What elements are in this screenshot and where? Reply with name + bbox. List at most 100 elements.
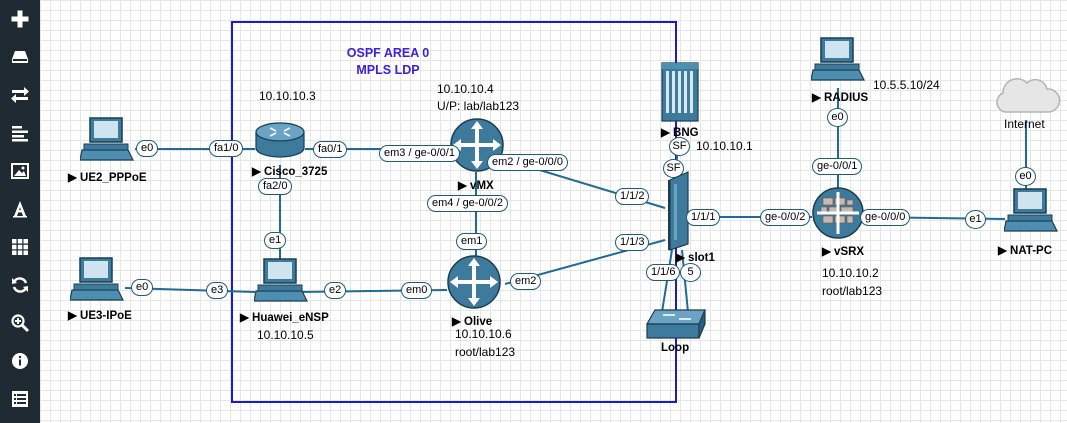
port-olive-em1[interactable]: em1 (456, 233, 488, 250)
text-icon (13, 201, 27, 218)
zoom-button[interactable] (0, 304, 40, 342)
huawei-label-text: Huawei_eNSP (252, 312, 329, 324)
port-bng-sf-1[interactable]: SF (669, 137, 690, 156)
node-nat-pc[interactable] (1003, 187, 1059, 236)
cisco-label-text: Cisco_3725 (264, 166, 328, 178)
radius-info: 10.5.5.10/24 (873, 78, 940, 92)
node-ue2-pppoe[interactable] (79, 116, 135, 165)
line-card-icon (668, 171, 689, 251)
computer-icon (253, 258, 308, 302)
computer-icon (79, 117, 134, 161)
text-button[interactable] (0, 190, 40, 228)
vsrx-info-credentials: root/lab123 (822, 284, 883, 298)
node-slot1[interactable] (664, 170, 694, 255)
port-cisco-fa2-0[interactable]: fa2/0 (258, 178, 293, 195)
port-ue3-e0[interactable]: e0 (131, 279, 154, 296)
port-slot1-1-1-1[interactable]: 1/1/1 (686, 209, 721, 226)
switch-icon (645, 309, 706, 339)
computer-icon (810, 37, 865, 81)
area-label-ospf[interactable]: OSPF AREA 0 (346, 46, 430, 60)
drive-icon (12, 51, 28, 63)
text-align-button[interactable] (0, 114, 40, 152)
vsrx-label-text: vSRX (834, 246, 865, 258)
vmx-label-text: vMX (470, 180, 494, 192)
exchange-icon (11, 87, 29, 103)
computer-icon (1003, 188, 1058, 232)
plus-icon (11, 10, 29, 28)
node-olive[interactable] (446, 254, 502, 313)
slot1-label: ▶ slot1 (676, 252, 715, 264)
radius-label: ▶ RADIUS (812, 92, 869, 104)
port-olive-em0[interactable]: em0 (401, 282, 433, 299)
olive-label-text: Olive (464, 316, 493, 328)
nat-pc-label: ▶ NAT-PC (998, 245, 1052, 257)
list-button[interactable] (0, 380, 40, 418)
olive-label: ▶ Olive (452, 316, 493, 328)
port-vmx-em2[interactable]: em2 / ge-0/0/0 (487, 154, 568, 171)
info-icon (12, 353, 28, 369)
port-huawei-e1[interactable]: e1 (264, 232, 287, 249)
router-icon (255, 122, 305, 158)
node-radius[interactable] (810, 36, 866, 85)
node-ue3-ipoe[interactable] (69, 256, 125, 305)
port-huawei-e2[interactable]: e2 (324, 282, 347, 299)
radius-label-text: RADIUS (824, 92, 869, 104)
port-cisco-fa0-1[interactable]: fa0/1 (313, 141, 348, 158)
bng-info: 10.10.10.1 (696, 139, 753, 153)
area-label-mpls[interactable]: MPLS LDP (356, 63, 420, 77)
ue3-label: ▶ UE3-IPoE (68, 310, 132, 322)
port-vmx-em4[interactable]: em4 / ge-0/0/2 (427, 195, 508, 212)
vmx-info-credentials: U/P: lab/lab123 (437, 99, 520, 113)
server-chassis-icon (661, 62, 699, 122)
vsrx-info-ip: 10.10.10.2 (822, 266, 879, 280)
left-toolbar (0, 0, 40, 423)
ue2-label-text: UE2_PPPoE (80, 172, 147, 184)
port-vsrx-ge-0-0-2[interactable]: ge-0/0/2 (760, 209, 811, 226)
port-bng-sf-2[interactable]: SF (663, 159, 684, 178)
node-internet[interactable] (991, 72, 1061, 121)
nat-pc-label-text: NAT-PC (1010, 245, 1052, 257)
picture-button[interactable] (0, 152, 40, 190)
vsrx-label: ▶ vSRX (822, 246, 865, 258)
port-vsrx-ge-0-0-0[interactable]: ge-0/0/0 (860, 209, 911, 226)
vmx-label: ▶ vMX (458, 180, 494, 192)
computer-icon (69, 257, 124, 301)
grid-button[interactable] (0, 228, 40, 266)
port-cisco-fa1-0[interactable]: fa1/0 (209, 140, 244, 157)
list-icon (12, 391, 28, 407)
node-vsrx[interactable] (811, 186, 865, 243)
ue2-label: ▶ UE2_PPPoE (68, 172, 147, 184)
cloud-icon (996, 78, 1061, 113)
internet-label: Internet (1004, 117, 1045, 131)
port-huawei-e3[interactable]: e3 (206, 282, 229, 299)
node-bng[interactable] (660, 61, 700, 126)
port-slot1-1-1-6[interactable]: 1/1/6 (646, 264, 681, 281)
port-slot1-1-1-3[interactable]: 1/1/3 (615, 234, 650, 251)
port-ue2-e0[interactable]: e0 (136, 140, 159, 157)
bng-label-text: BNG (673, 127, 699, 139)
olive-info-ip: 10.10.10.6 (455, 327, 512, 341)
port-olive-em2[interactable]: em2 (510, 273, 542, 290)
huawei-info: 10.10.10.5 (257, 328, 314, 342)
port-nat-pc-e1[interactable]: e1 (965, 210, 986, 229)
refresh-button[interactable] (0, 266, 40, 304)
port-vmx-em3[interactable]: em3 / ge-0/0/1 (379, 145, 460, 162)
port-slot1-5[interactable]: 5 (680, 263, 701, 282)
connections-button[interactable] (0, 76, 40, 114)
vmx-info-ip: 10.10.10.4 (437, 82, 494, 96)
port-internet-e0[interactable]: e0 (1015, 167, 1036, 186)
storage-button[interactable] (0, 38, 40, 76)
port-radius-e0[interactable]: e0 (827, 108, 848, 127)
node-loop[interactable] (645, 308, 707, 345)
port-vsrx-ge-0-0-1[interactable]: ge-0/0/1 (812, 158, 863, 175)
refresh-icon (12, 277, 28, 293)
info-button[interactable] (0, 342, 40, 380)
align-left-icon (12, 126, 28, 142)
node-huawei-ensp[interactable] (253, 257, 309, 306)
add-node-button[interactable] (0, 0, 40, 38)
zoom-in-icon (11, 314, 30, 333)
slot1-label-text: slot1 (688, 252, 715, 264)
node-cisco-3725[interactable] (254, 118, 306, 167)
port-slot1-1-1-2[interactable]: 1/1/2 (615, 188, 650, 205)
